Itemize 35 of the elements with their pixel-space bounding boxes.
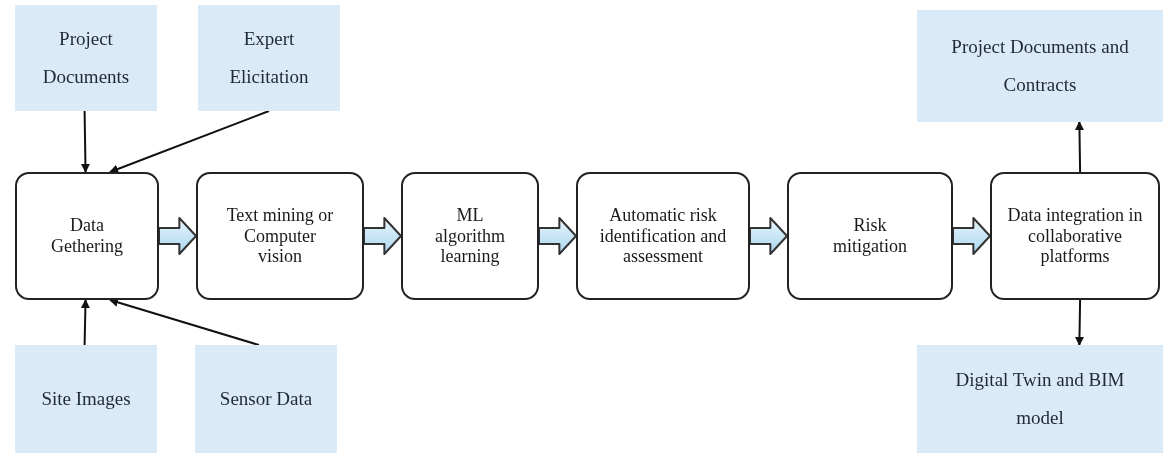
input-box (15, 345, 157, 453)
input-box (198, 5, 340, 111)
block-arrow (749, 217, 788, 255)
box-label: Risk mitigation (832, 215, 908, 257)
process-box (401, 172, 539, 300)
box-label: ML algorithm learning (434, 204, 506, 268)
process-box (787, 172, 953, 300)
input-box (195, 345, 337, 453)
process-box (576, 172, 750, 300)
box-label: Expert Elicitation (228, 27, 310, 89)
process-box (15, 172, 159, 300)
arrow (109, 298, 260, 346)
block-arrow (158, 217, 197, 255)
block-arrow (538, 217, 577, 255)
arrow (80, 299, 90, 346)
box-label: Text mining or Computer vision (225, 204, 335, 268)
box-label: Project Documents and Contracts (950, 35, 1130, 97)
block-arrow (952, 217, 991, 255)
box-label: Data integration in collaborative platforms (1006, 204, 1144, 268)
box-label: Automatic risk identification and assessment (598, 204, 728, 268)
box-label: Digital Twin and BIM model (954, 368, 1126, 430)
arrow (109, 110, 270, 174)
process-box (990, 172, 1160, 300)
block-arrow (363, 217, 402, 255)
box-label: Data Gethering (50, 215, 124, 257)
input-box (917, 10, 1163, 122)
input-box (917, 345, 1163, 453)
box-label: Project Documents (41, 27, 131, 89)
input-box (15, 5, 157, 111)
process-box (196, 172, 364, 300)
box-label: Sensor Data (219, 387, 313, 411)
box-label: Site Images (41, 387, 131, 411)
arrow (1075, 121, 1084, 173)
arrow (1075, 299, 1084, 346)
arrow (80, 110, 90, 173)
